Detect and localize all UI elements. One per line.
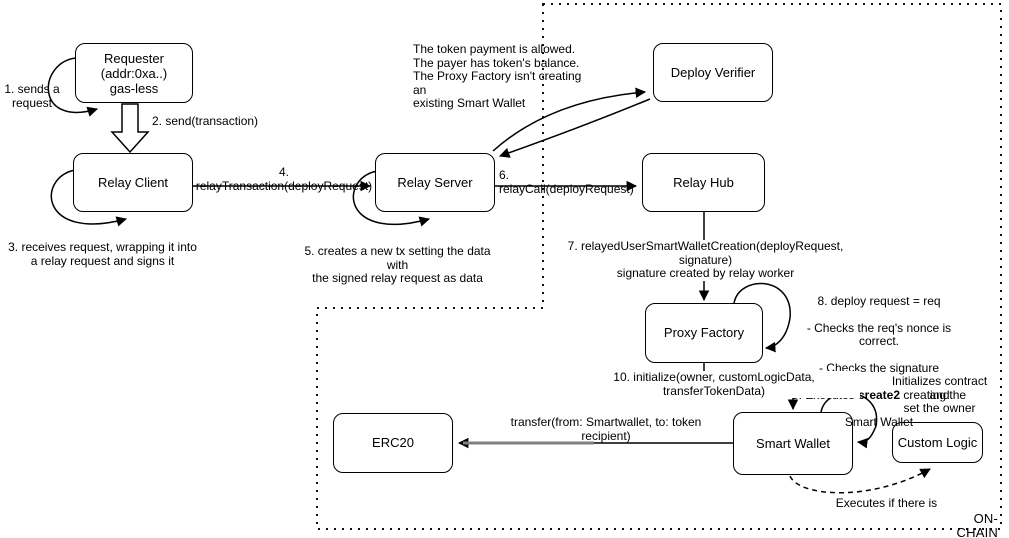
label-step7-relayed-creation: 7. relayedUserSmartWalletCreation(deploy… <box>548 239 863 281</box>
note-proxy-factory-checks: 8. deploy request = req - Checks the req… <box>786 281 972 443</box>
region-label-on-chain: ON-CHAIN <box>956 511 998 538</box>
edge-executes-custom-logic <box>789 468 931 494</box>
note-verifier-checks: The token payment is allowed. The payer … <box>413 42 582 110</box>
node-relay-server: Relay Server <box>375 153 495 212</box>
label-step2-send-transaction: 2. send(transaction) <box>152 114 259 128</box>
create2-bold: create2 <box>857 388 901 402</box>
label-step10-initialize: 10. initialize(owner, customLogicData, t… <box>568 370 860 398</box>
node-proxy-factory: Proxy Factory <box>645 303 763 363</box>
on-chain-boundary <box>316 3 1002 530</box>
node-erc20: ERC20 <box>333 413 453 473</box>
edge-server-to-verifier <box>492 87 647 152</box>
note-proxy-line1: 8. deploy request = req <box>817 293 941 308</box>
edge-requester-self-loop <box>47 57 99 117</box>
node-relay-client: Relay Client <box>73 153 193 212</box>
edge-verifier-to-server <box>499 98 651 158</box>
edge-relay-client-self-loop <box>50 169 128 227</box>
note-proxy-line5: Smart Wallet <box>844 415 914 429</box>
edge-relay-server-self-loop <box>352 170 431 227</box>
node-custom-logic: Custom Logic <box>892 422 983 463</box>
label-step3-receives-request: 3. receives request, wrapping it into a … <box>8 240 197 268</box>
edge-proxy-factory-self-loop <box>733 282 791 353</box>
node-smart-wallet: Smart Wallet <box>733 412 853 475</box>
node-deploy-verifier: Deploy Verifier <box>653 43 773 102</box>
note-executes-if-there-is: Executes if there is <box>835 496 938 510</box>
label-step5-creates-new-tx: 5. creates a new tx setting the data wit… <box>304 244 491 285</box>
note-wallet-initializes: Initializes contract and set the owner <box>891 374 988 415</box>
label-transfer: transfer(from: Smartwallet, to: token re… <box>510 415 702 443</box>
edge-send-transaction-arrow <box>110 103 150 154</box>
node-relay-hub: Relay Hub <box>642 153 765 212</box>
note-proxy-line2: - Checks the req's nonce is correct. <box>806 320 952 348</box>
node-requester: Requester (addr:0xa..) gas-less <box>75 43 193 103</box>
label-step1-sends-request: 1. sends a request <box>4 82 60 110</box>
label-step4-relay-transaction: 4. relayTransaction(deployRequest) <box>195 165 373 193</box>
label-step6-relay-call: 6. relayCall(deployRequest) <box>499 168 634 196</box>
